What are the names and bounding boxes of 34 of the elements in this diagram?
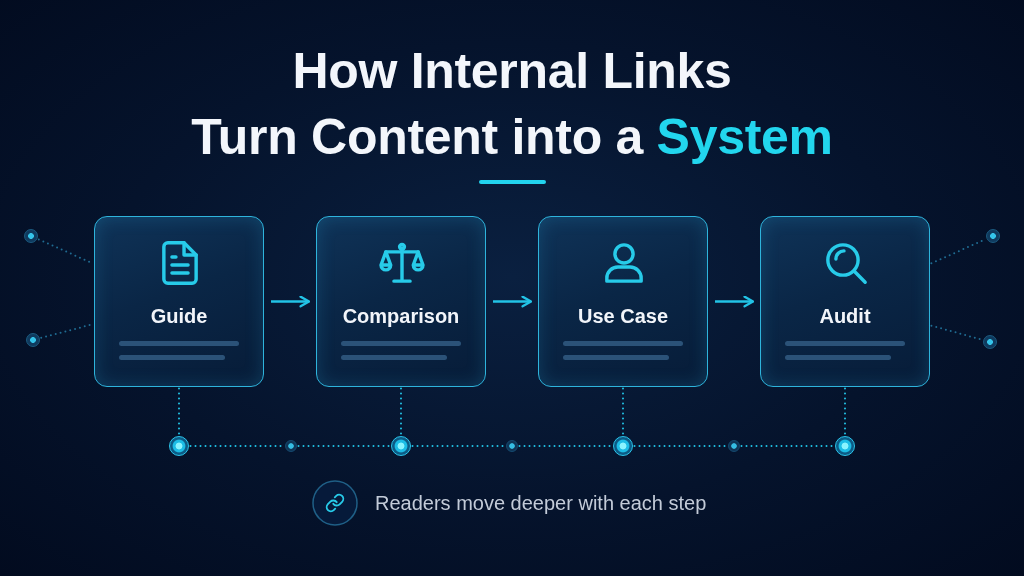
content-card xyxy=(760,216,930,387)
content-card xyxy=(94,216,264,387)
footnote-text: Readers move deeper with each step xyxy=(375,491,707,515)
node-dot xyxy=(391,436,411,456)
arrow xyxy=(715,295,755,308)
dotted-line xyxy=(178,387,180,436)
dotted-line xyxy=(297,445,391,447)
dotted-line xyxy=(844,387,846,436)
content-card xyxy=(538,216,708,387)
node-dot xyxy=(24,229,38,243)
dotted-line xyxy=(633,445,728,447)
dotted-line xyxy=(400,387,402,436)
card-title: Comparison xyxy=(342,304,460,328)
dotted-line xyxy=(740,445,835,447)
node-dot xyxy=(285,440,297,452)
node-dot xyxy=(835,436,855,456)
node-dot xyxy=(983,335,997,349)
card-title: Use Case xyxy=(577,304,669,328)
card-title: Guide xyxy=(150,304,208,328)
arrow xyxy=(493,295,533,308)
node-dot xyxy=(26,333,40,347)
title: How Internal Links Turn Content into a System xyxy=(191,42,833,167)
dotted-line xyxy=(930,324,983,341)
card-title: Audit xyxy=(819,304,871,328)
node-dot xyxy=(986,229,1000,243)
dotted-line xyxy=(518,445,613,447)
node-dot xyxy=(506,440,518,452)
node-dot xyxy=(613,436,633,456)
node-dot xyxy=(169,436,189,456)
node-dot xyxy=(728,440,740,452)
dotted-line xyxy=(622,387,624,436)
content-card xyxy=(316,216,486,387)
dotted-line xyxy=(411,445,506,447)
arrow xyxy=(271,295,311,308)
